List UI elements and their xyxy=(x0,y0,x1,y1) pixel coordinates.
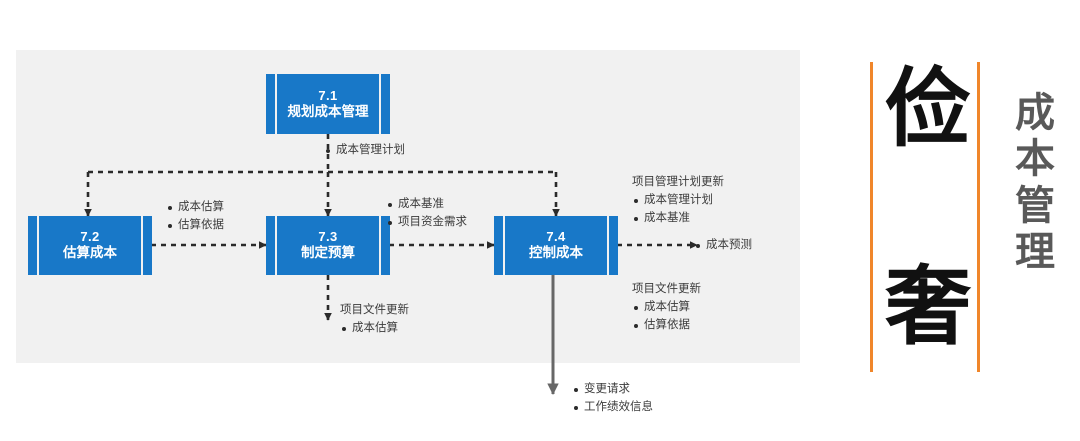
annotation-cost-management-plan: 成本管理计划 xyxy=(324,142,405,160)
annotation-item: 估算依据 xyxy=(166,217,224,235)
process-name: 估算成本 xyxy=(63,245,117,261)
poster-title-char: 成 xyxy=(1015,90,1055,135)
annotation-item: 成本管理计划 xyxy=(632,192,724,210)
title-poster: 俭 奢 成 本 管 理 xyxy=(860,52,1080,384)
annotation-from-7-3: 成本基准 项目资金需求 xyxy=(386,196,467,232)
process-name: 规划成本管理 xyxy=(287,103,369,119)
annotation-cost-forecast: 成本预测 xyxy=(694,237,752,255)
annotation-item: 成本基准 xyxy=(632,210,724,228)
process-number: 7.4 xyxy=(546,229,566,245)
annotation-header: 项目管理计划更新 xyxy=(632,176,724,188)
process-number: 7.2 xyxy=(80,229,100,245)
annotation-item: 成本估算 xyxy=(632,299,701,317)
annotation-item: 估算依据 xyxy=(632,317,701,335)
annotation-bottom-outputs: 变更请求 工作绩效信息 xyxy=(572,381,653,417)
annotation-item: 变更请求 xyxy=(572,381,653,399)
process-name: 制定预算 xyxy=(301,245,355,261)
annotation-item: 成本估算 xyxy=(166,199,224,217)
process-number: 7.3 xyxy=(318,229,338,245)
poster-title-char: 本 xyxy=(1015,136,1055,182)
annotation-item: 成本基准 xyxy=(386,196,467,214)
annotation-item: 成本估算 xyxy=(340,320,409,338)
poster-char-top: 俭 xyxy=(885,61,971,157)
annotation-item: 项目资金需求 xyxy=(386,214,467,232)
process-number: 7.1 xyxy=(318,87,338,103)
process-box-7-1[interactable]: 7.1 规划成本管理 xyxy=(266,74,390,134)
diagram-background-panel xyxy=(16,50,800,363)
poster-title-char: 理 xyxy=(1015,229,1055,275)
annotation-header: 项目文件更新 xyxy=(632,283,701,295)
accent-rule-left xyxy=(870,62,873,372)
poster-title-char: 管 xyxy=(1015,182,1055,228)
annotation-pm-plan-updates: 项目管理计划更新 成本管理计划 成本基准 xyxy=(632,174,724,227)
process-box-7-4[interactable]: 7.4 控制成本 xyxy=(494,216,618,275)
process-box-7-3[interactable]: 7.3 制定预算 xyxy=(266,216,390,275)
process-box-7-2[interactable]: 7.2 估算成本 xyxy=(28,216,152,275)
annotation-header: 项目文件更新 xyxy=(340,304,409,316)
annotation-project-document-updates-middle: 项目文件更新 成本估算 xyxy=(340,302,409,338)
annotation-item: 成本预测 xyxy=(694,237,752,255)
accent-rule-right xyxy=(977,62,980,372)
poster-char-bottom: 奢 xyxy=(885,259,971,355)
poster-vertical-title: 成 本 管 理 xyxy=(1000,90,1070,276)
annotation-project-document-updates-right: 项目文件更新 成本估算 估算依据 xyxy=(632,281,701,334)
process-name: 控制成本 xyxy=(529,245,583,261)
annotation-from-7-2: 成本估算 估算依据 xyxy=(166,199,224,235)
annotation-item: 成本管理计划 xyxy=(324,142,405,160)
annotation-item: 工作绩效信息 xyxy=(572,399,653,417)
